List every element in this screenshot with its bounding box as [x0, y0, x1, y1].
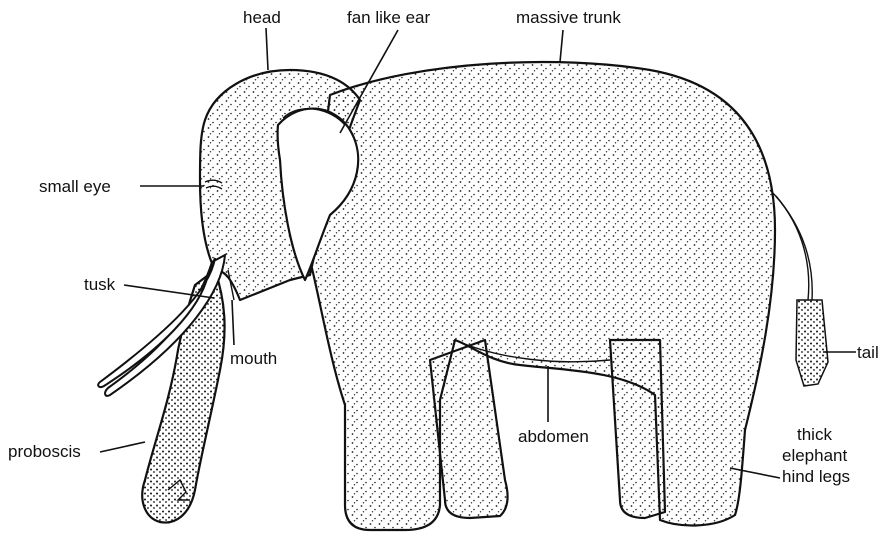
tail-tuft — [796, 300, 828, 386]
label-massive-trunk: massive trunk — [516, 8, 621, 27]
proboscis-shape — [142, 270, 224, 523]
label-proboscis: proboscis — [8, 442, 81, 461]
trunk-body-leader — [560, 30, 563, 62]
label-legs-line1: thick — [797, 425, 832, 444]
label-ear: fan like ear — [347, 8, 430, 27]
label-small-eye: small eye — [39, 177, 111, 196]
mouth-leader — [232, 300, 234, 345]
label-abdomen: abdomen — [518, 427, 589, 446]
head-leader — [266, 28, 268, 70]
label-head: head — [243, 8, 281, 27]
proboscis-leader — [100, 442, 145, 452]
body-shape — [310, 62, 775, 530]
elephant-illustration — [98, 62, 828, 530]
label-mouth: mouth — [230, 349, 277, 368]
label-legs-line3: hind legs — [782, 467, 850, 486]
label-legs-line2: elephant — [782, 446, 848, 465]
label-tail: tail — [857, 343, 879, 362]
label-tusk: tusk — [84, 275, 116, 294]
